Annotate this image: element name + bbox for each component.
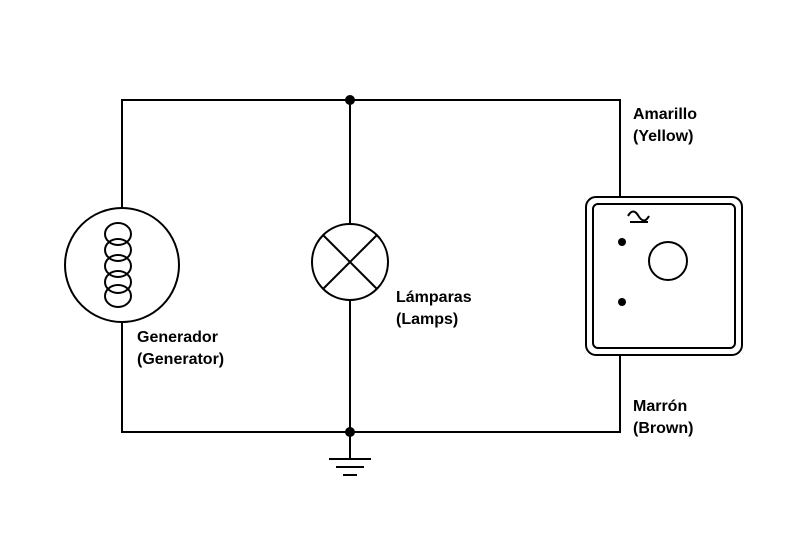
lamp-circle [311,223,389,301]
regulator-outer-border [585,196,743,356]
regulator-inner-border [592,203,736,349]
generator-circle [64,207,180,323]
top-wire-color-label-line2: (Yellow) [633,128,694,145]
regulator-terminal-bottom [618,298,626,306]
lamp-symbol [311,223,389,301]
bottom-wire-color-label-line2: (Brown) [633,420,694,437]
top-wire-color-label-line1: Amarillo [633,106,698,123]
bottom-wire-color-label: Marrón (Brown) [633,396,693,440]
lamps-label: Lámparas (Lamps) [396,287,472,331]
junction-dot-top [345,95,355,105]
generator-label-line1: Generador [137,329,218,346]
generator-symbol [64,207,180,323]
ground-symbol [329,432,371,476]
generator-label: Generador (Generator) [137,327,224,371]
lamps-label-line1: Lámparas [396,289,472,306]
wires [121,99,621,433]
lamp-cross-line-2 [322,234,378,290]
ac-wave-icon [627,210,650,223]
regulator-circle [648,241,688,281]
regulator-terminal-top [618,238,626,246]
wire-top-yellow [121,99,621,208]
top-wire-color-label: Amarillo (Yellow) [633,104,697,148]
generator-coil-icon [104,222,132,308]
lamps-label-line2: (Lamps) [396,311,459,328]
wire-bottom-brown [121,322,621,433]
generator-label-line2: (Generator) [137,351,225,368]
bottom-wire-color-label-line1: Marrón [633,398,688,415]
regulator-box [585,196,743,356]
